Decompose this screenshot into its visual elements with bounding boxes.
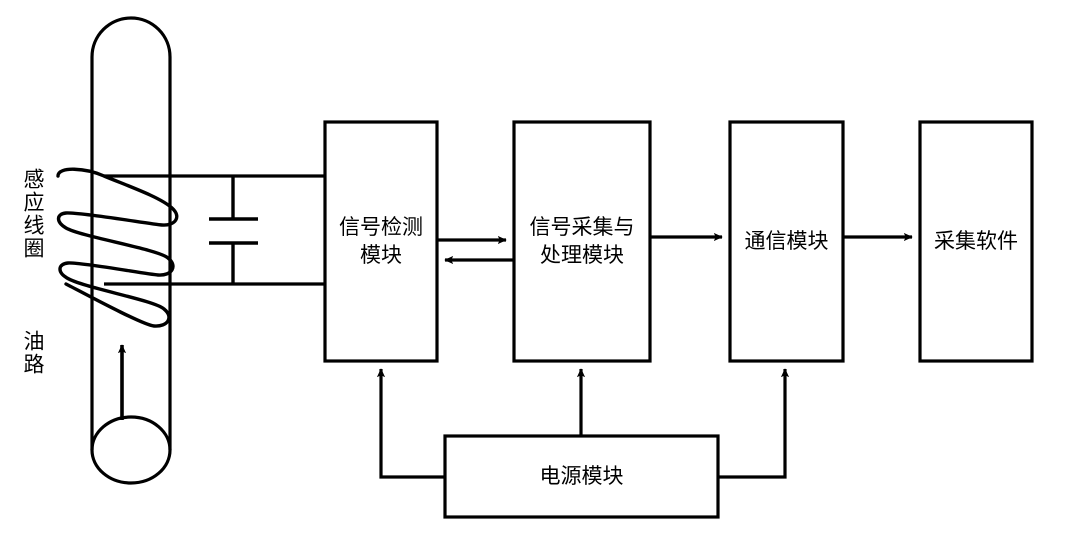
box-acquisition-software [918, 120, 1034, 363]
label-oil-path: 油路 [21, 330, 45, 376]
induction-coil-winding [56, 167, 179, 328]
box-signal-acquisition-processing-module [512, 120, 652, 363]
signal-arrows [437, 232, 913, 265]
box-signal-detection-module [323, 120, 439, 363]
power-to-detection [376, 368, 445, 479]
module-boxes [323, 120, 1034, 519]
capacitor-symbol [209, 176, 258, 284]
power-feed-lines [376, 368, 790, 479]
box-power-module [443, 434, 720, 519]
oil-pipe [90, 16, 172, 485]
label-induction-coil: 感应线圈 [21, 168, 45, 260]
box-communication-module [728, 120, 845, 363]
coil-circuit-wires [104, 174, 325, 286]
power-to-communication [718, 368, 790, 479]
